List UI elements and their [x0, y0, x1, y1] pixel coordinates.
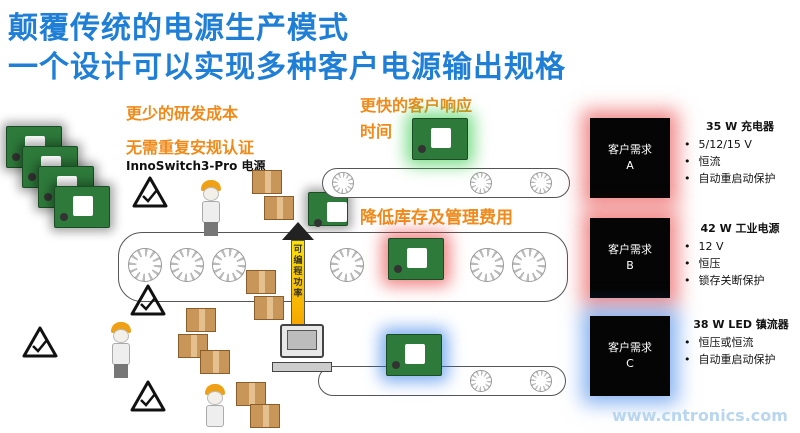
carton-icon	[236, 382, 266, 406]
gear-icon	[212, 248, 246, 282]
pcb-board-red	[388, 238, 444, 280]
conveyor-belt-bottom	[318, 366, 566, 396]
carton-icon	[246, 270, 276, 294]
spec-c-heading: 38 W LED 镇流器	[693, 318, 789, 331]
pcb-board-green	[412, 118, 468, 160]
gear-icon	[332, 172, 354, 194]
safety-cert-icon	[132, 176, 168, 208]
benefit-no-recert: 无需重复安规认证	[126, 138, 255, 157]
carton-icon	[200, 350, 230, 374]
gear-icon	[470, 370, 492, 392]
spec-c-item: 恒压或恒流	[684, 334, 798, 351]
carton-icon	[178, 334, 208, 358]
spec-list-b: 42 W 工业电源 12 V 恒压 锁存关断保护	[684, 220, 796, 289]
gear-icon	[128, 248, 162, 282]
customer-demand-b: 客户需求 B	[590, 218, 670, 298]
spec-list-a: 35 W 充电器 5/12/15 V 恒流 自动重启动保护	[684, 118, 796, 187]
customer-demand-a: 客户需求 A	[590, 118, 670, 198]
gear-icon	[530, 370, 552, 392]
spec-list-c: 38 W LED 镇流器 恒压或恒流 自动重启动保护	[684, 316, 798, 368]
demand-a-label: 客户需求	[608, 143, 652, 157]
gear-icon	[512, 248, 546, 282]
spec-a-item: 5/12/15 V	[684, 136, 796, 153]
gear-icon	[170, 248, 204, 282]
keyboard-icon	[272, 362, 332, 372]
pcb-board	[54, 186, 110, 228]
title-line-2: 一个设计可以实现多种客户电源输出规格	[8, 50, 566, 85]
customer-demand-c: 客户需求 C	[590, 316, 670, 396]
benefit-rd-cost: 更少的研发成本	[126, 104, 239, 123]
demand-a-letter: A	[626, 159, 634, 172]
worker-icon	[196, 180, 226, 236]
gear-icon	[470, 248, 504, 282]
demand-c-label: 客户需求	[608, 341, 652, 355]
gear-icon	[530, 172, 552, 194]
conveyor-belt-top	[322, 168, 570, 198]
computer-icon	[280, 324, 324, 358]
gear-icon	[330, 248, 364, 282]
carton-icon	[252, 170, 282, 194]
up-arrow-icon	[282, 222, 314, 240]
spec-a-item: 自动重启动保护	[684, 170, 796, 187]
spec-b-item: 锁存关断保护	[684, 272, 796, 289]
gear-icon	[470, 172, 492, 194]
spec-b-item: 恒压	[684, 255, 796, 272]
safety-cert-icon	[130, 380, 166, 412]
spec-c-item: 自动重启动保护	[684, 351, 798, 368]
carton-icon	[264, 196, 294, 220]
title-line-1: 颠覆传统的电源生产模式	[8, 11, 349, 46]
arrow-label: 可编程功率	[293, 245, 303, 299]
worker-icon	[106, 322, 136, 378]
spec-a-heading: 35 W 充电器	[705, 120, 775, 133]
worker-icon	[200, 384, 230, 432]
demand-b-label: 客户需求	[608, 243, 652, 257]
carton-icon	[186, 308, 216, 332]
safety-cert-icon	[130, 284, 166, 316]
pcb-board-blue	[386, 334, 442, 376]
watermark: www.cntronics.com	[612, 406, 788, 425]
benefit-inventory: 降低库存及管理费用	[360, 208, 513, 228]
carton-icon	[254, 296, 284, 320]
spec-b-item: 12 V	[684, 238, 796, 255]
spec-b-heading: 42 W 工业电源	[700, 222, 780, 235]
benefit-response-line1: 更快的客户响应	[360, 96, 473, 115]
carton-icon	[250, 404, 280, 428]
demand-b-letter: B	[626, 259, 634, 272]
product-label: InnoSwitch3-Pro 电源	[126, 159, 266, 173]
safety-cert-icon	[22, 326, 58, 358]
spec-a-item: 恒流	[684, 153, 796, 170]
benefit-response-line2: 时间	[360, 122, 393, 141]
demand-c-letter: C	[626, 357, 634, 370]
